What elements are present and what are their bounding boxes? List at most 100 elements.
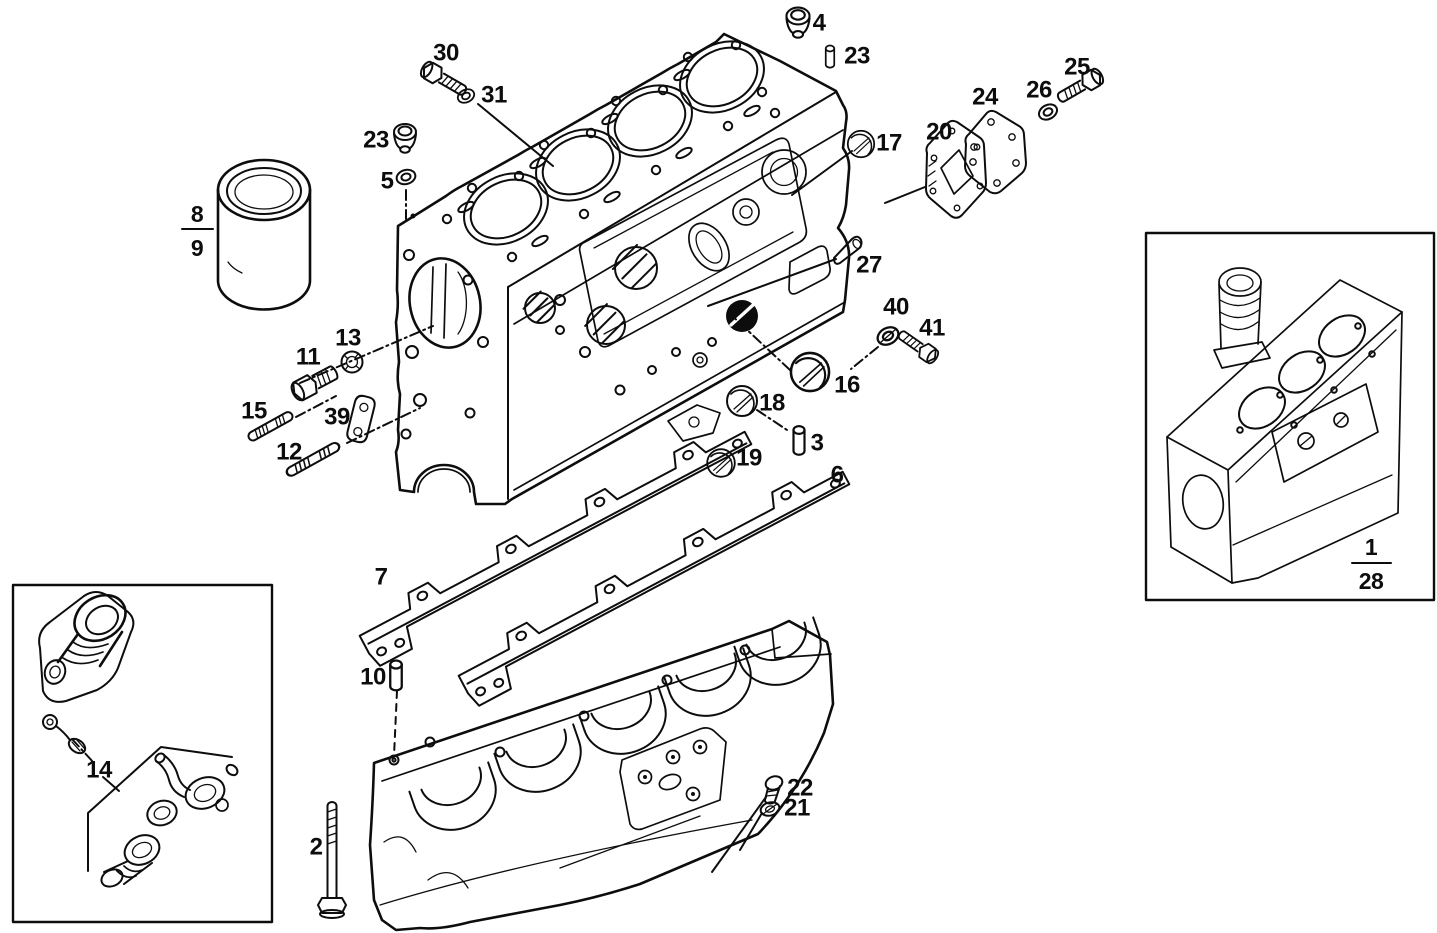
callout-14: 14 — [86, 757, 113, 784]
front-face-opening — [408, 257, 482, 349]
callout-21: 21 — [784, 795, 810, 822]
leader-line — [791, 150, 853, 196]
axis-line — [850, 346, 879, 370]
part-27-taper-plug — [833, 235, 863, 265]
deck-bolt-hole — [650, 164, 662, 176]
crankcase-hole — [661, 674, 673, 686]
gasket-6-hole — [603, 583, 616, 595]
gasket-6-hole — [780, 489, 792, 501]
callout-16: 16 — [834, 372, 860, 399]
axis-line — [299, 325, 434, 384]
leader-line — [707, 258, 837, 307]
cylinder-bore — [463, 172, 549, 246]
arch-wall — [493, 723, 581, 770]
gasket-7-hole — [416, 590, 429, 602]
deck-bolt-hole — [441, 213, 453, 225]
mini-deck-hole — [1316, 356, 1324, 364]
arch-far-edge — [505, 728, 567, 769]
gasket-6-thickness — [466, 482, 846, 685]
callout-17: 17 — [876, 130, 902, 157]
part-13-seal-ring — [340, 350, 364, 374]
callout-20: 20 — [926, 119, 952, 146]
cylinder-bore — [679, 40, 765, 114]
hatch-line — [592, 311, 617, 336]
gasket-7 — [358, 430, 753, 667]
fraction-1: 1 — [1365, 534, 1378, 560]
gasket-7-hole — [593, 496, 606, 508]
deck-slot — [743, 104, 761, 118]
crankcase-hole — [494, 746, 506, 758]
deck-bolt-hole — [610, 95, 622, 107]
leader-line — [711, 796, 767, 873]
side-face-recess — [578, 137, 808, 348]
part-18-core-plug — [726, 385, 758, 417]
arch-wall — [408, 761, 496, 808]
cylinder-bore-seat — [541, 134, 615, 196]
bearing-arch — [493, 723, 582, 793]
face-hole — [554, 294, 566, 306]
deck-bolt-hole — [682, 51, 694, 63]
mini-deck-hole — [1368, 350, 1376, 358]
hatch-line — [611, 243, 639, 271]
arch-far-edge — [590, 690, 652, 731]
arch-wall — [733, 616, 821, 663]
part-24-cover-plate — [964, 109, 1027, 195]
callout-11: 11 — [296, 344, 321, 371]
bearing-arch — [408, 761, 497, 831]
leader-lines — [71, 103, 926, 873]
callout-2: 2 — [310, 834, 323, 861]
callout-30: 30 — [433, 40, 459, 67]
gasket-6-hole — [475, 686, 487, 697]
axis-line — [71, 738, 95, 764]
arch-far-edge — [675, 652, 737, 693]
arch-near-edge — [668, 664, 752, 717]
deck-bolt-hole — [466, 182, 478, 194]
gasket-7-hole — [505, 543, 517, 555]
face-hole — [403, 249, 415, 261]
cylinder-bore-seat — [613, 90, 687, 152]
mini-deck-hole — [1354, 322, 1362, 330]
callout-31: 31 — [481, 82, 507, 109]
nozzle-jet — [42, 714, 87, 755]
leader-line — [884, 186, 926, 204]
deck-bolt-hole — [506, 251, 518, 263]
bearing-arch — [578, 685, 667, 755]
part-10-dowel-pin — [389, 659, 403, 692]
deck-bolt-hole — [578, 208, 590, 220]
leader-line — [739, 812, 763, 851]
crankcase-hole — [739, 644, 751, 656]
deck-bolt-hole — [513, 170, 525, 182]
hatch-line — [630, 262, 657, 289]
part-31-washer — [454, 85, 478, 107]
gasket-7-hole — [682, 449, 694, 461]
axis-line — [756, 409, 791, 433]
axis-line — [727, 311, 791, 371]
callout-3: 3 — [811, 430, 824, 457]
face-hole — [614, 384, 626, 396]
cylinder-liner — [216, 158, 312, 311]
part-17-core-plug — [846, 129, 876, 159]
callout-5: 5 — [381, 168, 394, 195]
callout-27: 27 — [856, 252, 882, 279]
axis-line — [295, 395, 337, 418]
deck-slot — [457, 200, 475, 214]
crankcase-hole — [388, 754, 400, 766]
deck-bolt-hole — [657, 84, 669, 96]
face-hole — [707, 337, 717, 347]
mini-deck-hole — [1276, 391, 1284, 399]
cylinder-block-drawing — [394, 32, 851, 506]
callout-40: 40 — [883, 294, 909, 321]
face-hole — [477, 336, 489, 348]
deck-bolt-hole — [585, 127, 597, 139]
face-hole — [555, 325, 565, 335]
gasket-6-hole — [493, 677, 505, 688]
hatch-line — [584, 303, 608, 327]
dowel-hole-center — [391, 757, 397, 763]
elbow-pipe-assembly — [100, 752, 239, 888]
callout-10: 10 — [360, 664, 386, 691]
face-hole — [671, 347, 681, 357]
hatch-line — [529, 297, 549, 317]
group-bracket-14 — [87, 746, 233, 872]
